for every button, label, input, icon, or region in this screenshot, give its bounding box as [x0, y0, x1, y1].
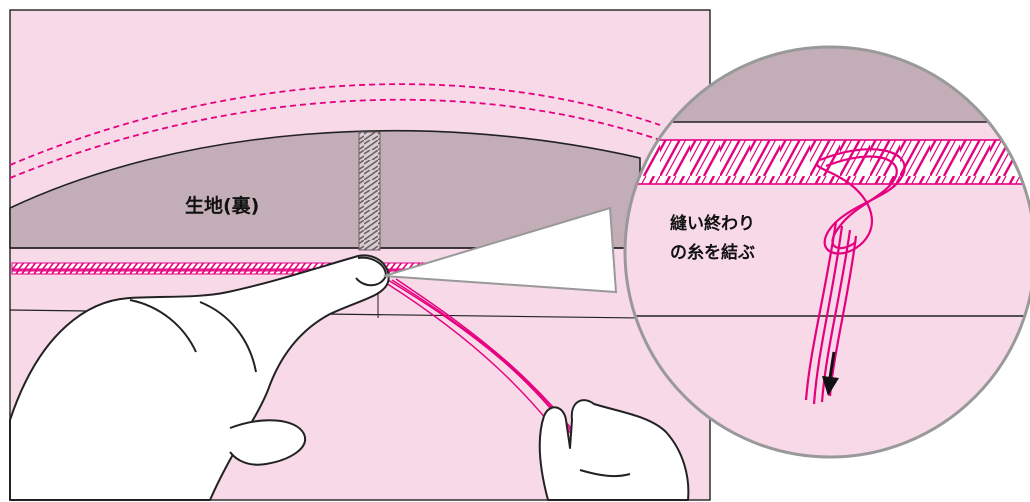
instruction-line-2: の糸を結ぶ — [670, 242, 755, 263]
vertical-seam — [359, 132, 380, 250]
instruction-line-1: 縫い終わり — [670, 213, 755, 234]
fabric-label: 生地(裏) — [185, 194, 259, 217]
lens-overlock-stitch — [600, 140, 1030, 184]
